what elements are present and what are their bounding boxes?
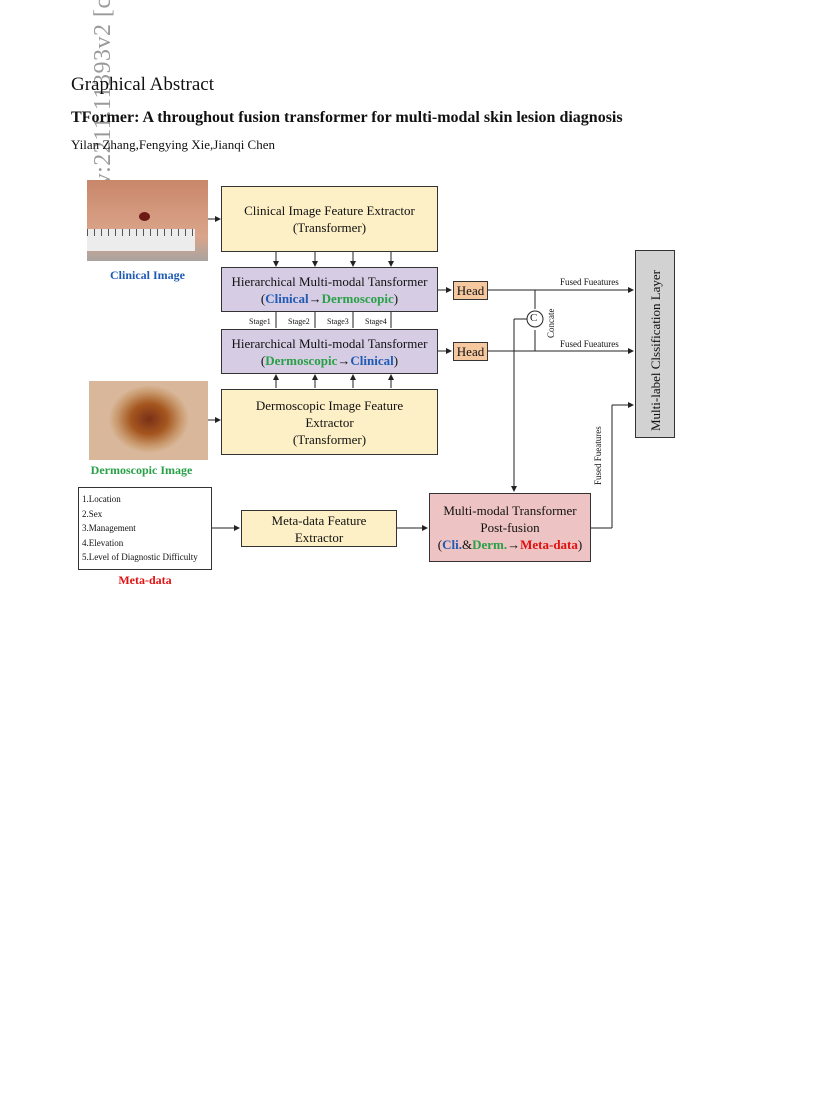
clinical-image-caption: Clinical Image xyxy=(110,268,185,282)
metadata-list: 1.Location 2.Sex 3.Management 4.Elevatio… xyxy=(78,487,212,570)
clinical-image xyxy=(87,180,208,261)
metadata-item: 4.Elevation xyxy=(82,537,124,548)
hmt-dermoscopic-to-clinical: Hierarchical Multi-modal Tansformer (Der… xyxy=(221,329,438,374)
post-fusion-title: Multi-modal Transformer xyxy=(443,503,577,518)
graphical-abstract-heading: Graphical Abstract xyxy=(71,74,214,95)
author-list: Yilan Zhang,Fengying Xie,Jianqi Chen xyxy=(71,137,276,152)
post-fusion-subtitle: Post-fusion xyxy=(480,520,540,535)
metadata-item: 3.Management xyxy=(82,523,136,534)
dermoscopic-image-caption: Dermoscopic Image xyxy=(90,463,193,477)
classifier-label: Multi-label Clssification Layer xyxy=(648,269,663,431)
multimodal-post-fusion-transformer: Multi-modal Transformer Post-fusion (Cli… xyxy=(429,493,591,562)
meta-extractor-line: Meta-data Feature xyxy=(271,512,367,528)
ruler xyxy=(87,229,195,251)
hmt-top-title: Hierarchical Multi-modal Tansformer xyxy=(231,273,428,289)
clinical-feature-extractor: Clinical Image Feature Extractor (Transf… xyxy=(221,186,438,252)
concate-label: Concate xyxy=(546,308,556,339)
metadata-feature-extractor: Meta-data Feature Extractor xyxy=(241,510,397,547)
derm-extractor-line: Extractor xyxy=(305,414,354,430)
stage-label: Stage2 xyxy=(288,317,310,326)
derm-extractor-line: (Transformer) xyxy=(292,431,367,447)
hmt-bottom-title: Hierarchical Multi-modal Tansformer xyxy=(231,335,428,351)
paper-title: TFormer: A throughout fusion transformer… xyxy=(71,109,623,126)
head-top: Head xyxy=(453,281,488,300)
multi-label-classification-layer xyxy=(635,250,675,438)
fused-features-label-bottom: Fused Fueatures xyxy=(560,339,619,349)
stage-label: Stage3 xyxy=(327,317,349,326)
head-bottom: Head xyxy=(453,342,488,361)
fused-features-label-top: Fused Fueatures xyxy=(560,277,619,287)
dermoscopic-image xyxy=(89,381,208,460)
stage-label: Stage4 xyxy=(365,317,387,326)
metadata-item: 1.Location xyxy=(82,494,121,504)
clinical-extractor-line: Clinical Image Feature Extractor xyxy=(244,203,415,218)
post-fusion-direction: (Cli.&Derm.→Meta-data) xyxy=(437,537,583,552)
metadata-item: 5.Level of Diagnostic Difficulty xyxy=(82,552,198,563)
metadata-item: 2.Sex xyxy=(82,508,103,519)
hmt-top-direction: (Clinical→Dermoscopic) xyxy=(260,290,399,306)
meta-extractor-line: Extractor xyxy=(294,529,344,545)
hmt-clinical-to-dermoscopic: Hierarchical Multi-modal Tansformer (Cli… xyxy=(221,267,438,312)
concat-circle xyxy=(526,310,544,328)
derm-extractor-line: Dermoscopic Image Feature xyxy=(255,397,404,413)
hmt-bottom-direction: (Dermoscopic→Clinical) xyxy=(260,352,399,368)
dermoscopic-feature-extractor: Dermoscopic Image Feature Extractor (Tra… xyxy=(221,389,438,455)
metadata-caption: Meta-data xyxy=(118,573,172,587)
concat-symbol: C xyxy=(530,312,538,324)
clinical-extractor-line: (Transformer) xyxy=(292,220,367,235)
fused-features-label-vertical: Fused Fueatures xyxy=(593,426,603,485)
stage-label: Stage1 xyxy=(249,317,271,326)
lesion-spot xyxy=(139,212,150,221)
